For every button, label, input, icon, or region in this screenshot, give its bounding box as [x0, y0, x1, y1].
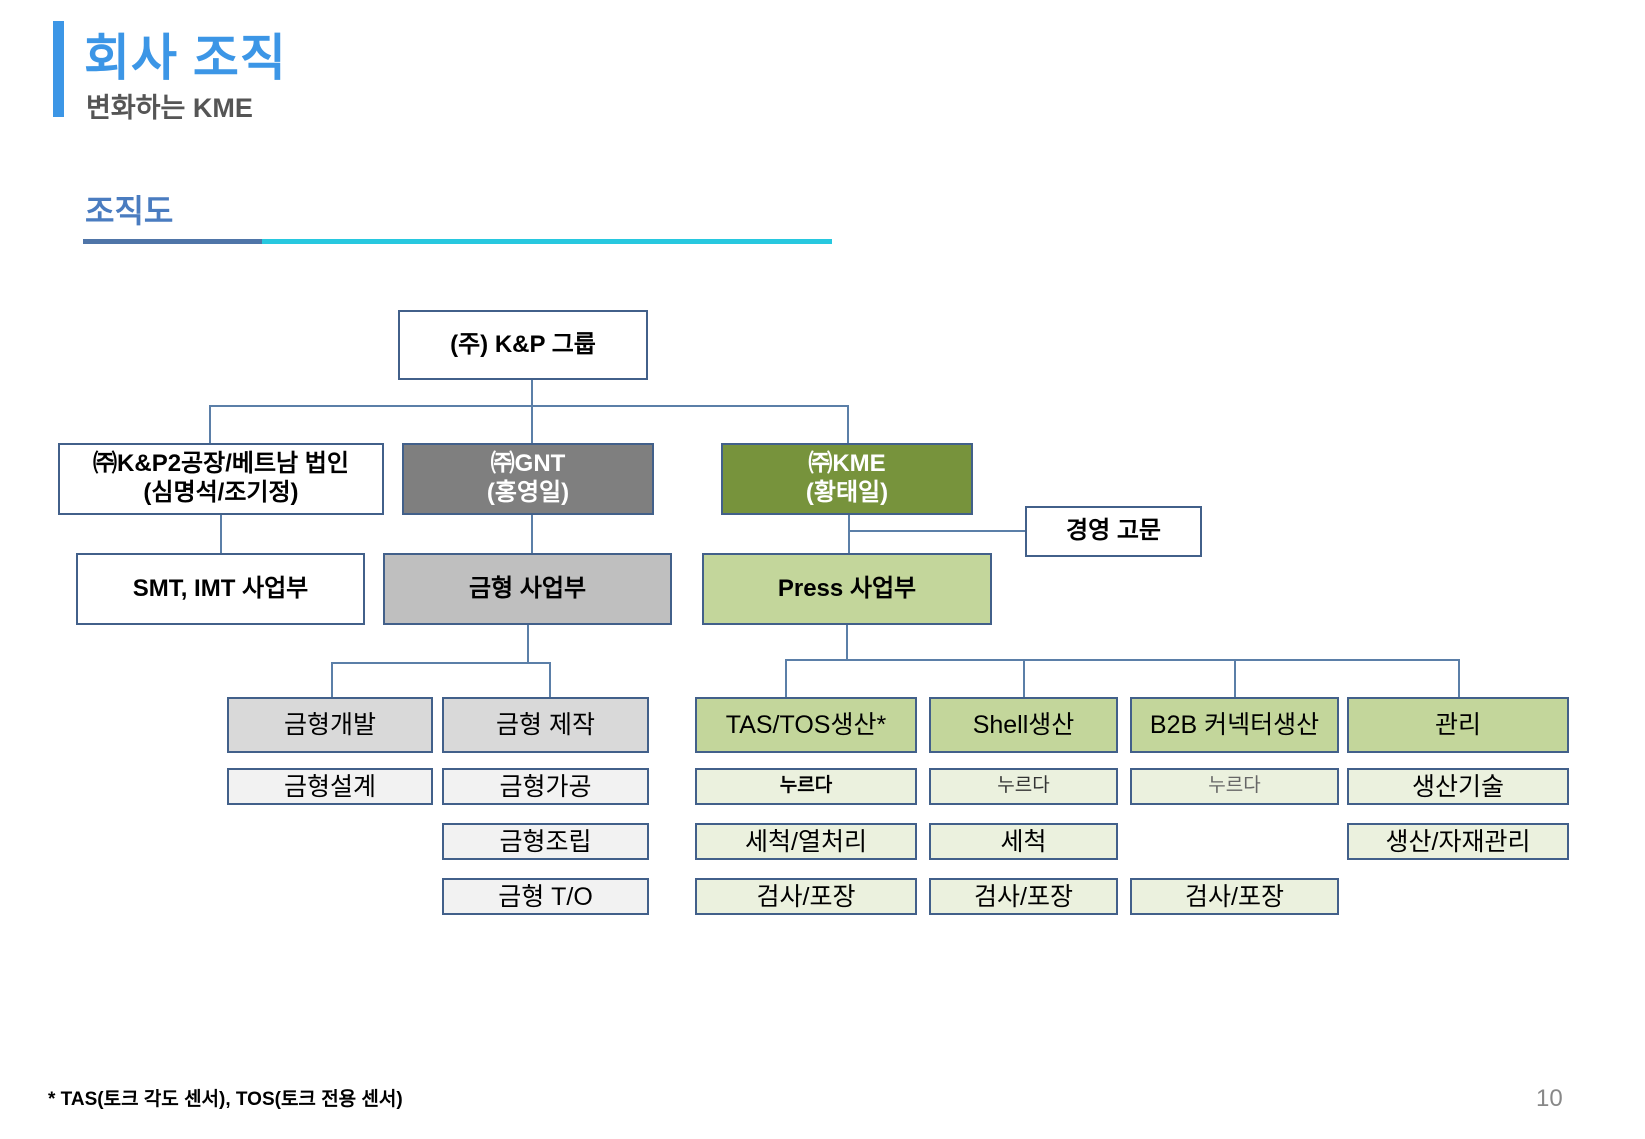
org-gnt-company: ㈜GNT (홍영일)	[402, 443, 654, 515]
connector	[209, 405, 849, 407]
unit: 검사/포장	[695, 878, 917, 915]
team-shell: Shell생산	[929, 697, 1118, 753]
connector	[1023, 659, 1025, 697]
unit: 세척	[929, 823, 1118, 860]
section-underline	[83, 239, 263, 244]
company-name: ㈜GNT	[490, 450, 566, 478]
connector	[531, 515, 533, 553]
unit: 누르다	[695, 768, 917, 805]
company-name: ㈜KME	[808, 450, 886, 478]
unit: 금형가공	[442, 768, 649, 805]
page-number: 10	[1536, 1085, 1563, 1112]
connector	[549, 662, 551, 697]
company-head: (홍영일)	[486, 479, 570, 506]
connector	[847, 405, 849, 443]
team-mold-make: 금형 제작	[442, 697, 649, 753]
connector	[848, 530, 1025, 532]
unit: 생산기술	[1347, 768, 1569, 805]
team-management: 관리	[1347, 697, 1569, 753]
connector	[846, 625, 848, 661]
org-smt-division: SMT, IMT 사업부	[76, 553, 365, 625]
connector	[209, 405, 211, 443]
unit: 누르다	[929, 768, 1118, 805]
org-root: (주) K&P 그룹	[398, 310, 648, 380]
unit: 금형설계	[227, 768, 433, 805]
unit: 누르다	[1130, 768, 1339, 805]
page-subtitle: 변화하는 KME	[86, 93, 253, 123]
unit: 금형조립	[442, 823, 649, 860]
unit: 검사/포장	[929, 878, 1118, 915]
connector	[220, 515, 222, 553]
org-press-division: Press 사업부	[702, 553, 992, 625]
connector	[527, 625, 529, 663]
page-title: 회사 조직	[84, 30, 287, 86]
org-kme-company: ㈜KME (황태일)	[721, 443, 973, 515]
section-title: 조직도	[85, 193, 174, 229]
unit: 세척/열처리	[695, 823, 917, 860]
section-underline-accent	[262, 239, 832, 244]
connector	[1234, 659, 1236, 697]
company-name: ㈜K&P2공장/베트남 법인	[93, 450, 349, 478]
connector	[785, 659, 1460, 661]
connector	[848, 515, 850, 553]
org-mold-division: 금형 사업부	[383, 553, 672, 625]
team-mold-dev: 금형개발	[227, 697, 433, 753]
connector	[331, 662, 551, 664]
unit: 금형 T/O	[442, 878, 649, 915]
org-advisor: 경영 고문	[1025, 506, 1202, 557]
unit: 검사/포장	[1130, 878, 1339, 915]
company-head: (황태일)	[805, 479, 889, 506]
connector	[331, 662, 333, 697]
org-kp2-company: ㈜K&P2공장/베트남 법인 (심명석/조기정)	[58, 443, 384, 515]
unit: 생산/자재관리	[1347, 823, 1569, 860]
connector	[531, 380, 533, 443]
connector	[1458, 659, 1460, 697]
title-accent-bar	[53, 21, 64, 117]
team-b2b: B2B 커넥터생산	[1130, 697, 1339, 753]
footnote: * TAS(토크 각도 센서), TOS(토크 전용 센서)	[48, 1089, 403, 1110]
company-heads: (심명석/조기정)	[143, 479, 299, 506]
connector	[785, 659, 787, 697]
team-tas-tos: TAS/TOS생산*	[695, 697, 917, 753]
